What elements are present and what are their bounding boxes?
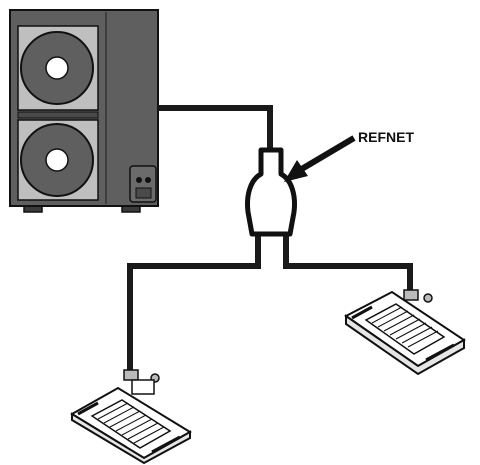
refrigerant-piping bbox=[127, 105, 413, 370]
main-pipe bbox=[158, 105, 273, 148]
refnet-label: REFNET bbox=[358, 129, 414, 145]
branch-pipe-right bbox=[283, 234, 413, 290]
refnet-callout: REFNET bbox=[284, 129, 414, 182]
cassette-indoor-unit-right bbox=[344, 289, 466, 376]
arrow-icon bbox=[298, 135, 356, 173]
branch-pipe-left bbox=[127, 234, 261, 370]
cassette-indoor-unit-left bbox=[70, 369, 192, 465]
outdoor-unit bbox=[9, 9, 159, 213]
refnet-joint bbox=[245, 147, 297, 237]
